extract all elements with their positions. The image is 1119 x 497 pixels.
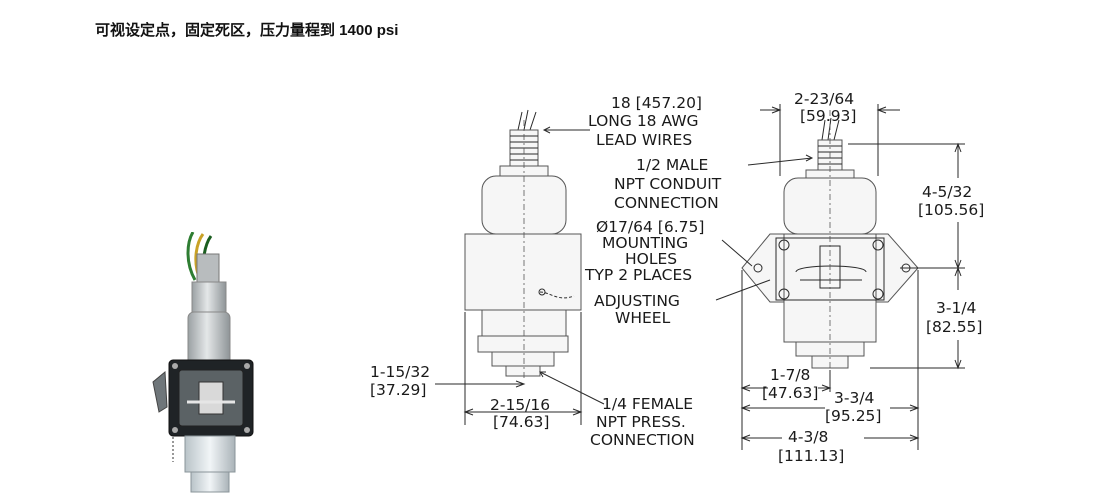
- lead-wire-label: LEAD WIRES: [596, 131, 692, 149]
- conduit-label: CONNECTION: [614, 194, 719, 212]
- bracket-offset-mm: [47.63]: [762, 384, 818, 402]
- page-title: 可视设定点，固定死区，压力量程到 1400 psi: [95, 22, 399, 39]
- dimension-lines: [435, 104, 965, 450]
- press-conn-type: NPT PRESS.: [596, 413, 686, 431]
- body-width-in: 2-15/16: [490, 396, 550, 414]
- holes-label-2: HOLES: [625, 250, 677, 268]
- lead-wire-length: 18 [457.20]: [611, 94, 702, 112]
- upper-height-mm: [105.56]: [918, 201, 984, 219]
- hole-diameter: Ø17/64 [6.75]: [596, 218, 704, 236]
- left-offset-mm: [37.29]: [370, 381, 426, 399]
- dimension-labels: 2-23/64 [59.93] 4-5/32 [105.56] 3-1/4 [8…: [370, 90, 984, 465]
- bracket-width-in: 3-3/4: [834, 389, 874, 407]
- top-width-in: 2-23/64: [794, 90, 854, 108]
- top-width-mm: [59.93]: [800, 107, 856, 125]
- wheel-label-2: WHEEL: [615, 309, 671, 327]
- press-conn-label: CONNECTION: [590, 431, 695, 449]
- press-conn-size: 1/4 FEMALE: [602, 395, 693, 413]
- conduit-type: NPT CONDUIT: [614, 175, 722, 193]
- bracket-offset-in: 1-7/8: [770, 366, 810, 384]
- lower-height-in: 3-1/4: [936, 299, 976, 317]
- holes-count: TYP 2 PLACES: [584, 266, 692, 284]
- body-width-mm: [74.63]: [493, 413, 549, 431]
- front-view: [464, 109, 582, 380]
- holes-label-1: MOUNTING: [602, 234, 688, 252]
- conduit-size: 1/2 MALE: [636, 156, 708, 174]
- overall-width-in: 4-3/8: [788, 428, 828, 446]
- lower-height-mm: [82.55]: [926, 318, 982, 336]
- product-photo: [152, 232, 254, 493]
- left-offset-in: 1-15/32: [370, 363, 430, 381]
- side-view: [741, 110, 919, 380]
- overall-width-mm: [111.13]: [778, 447, 844, 465]
- upper-height-in: 4-5/32: [922, 183, 972, 201]
- bracket-width-mm: [95.25]: [825, 407, 881, 425]
- lead-wire-gauge: LONG 18 AWG: [588, 112, 699, 130]
- callout-labels: 18 [457.20] LONG 18 AWG LEAD WIRES 1/2 M…: [584, 94, 722, 449]
- wheel-label-1: ADJUSTING: [594, 292, 680, 310]
